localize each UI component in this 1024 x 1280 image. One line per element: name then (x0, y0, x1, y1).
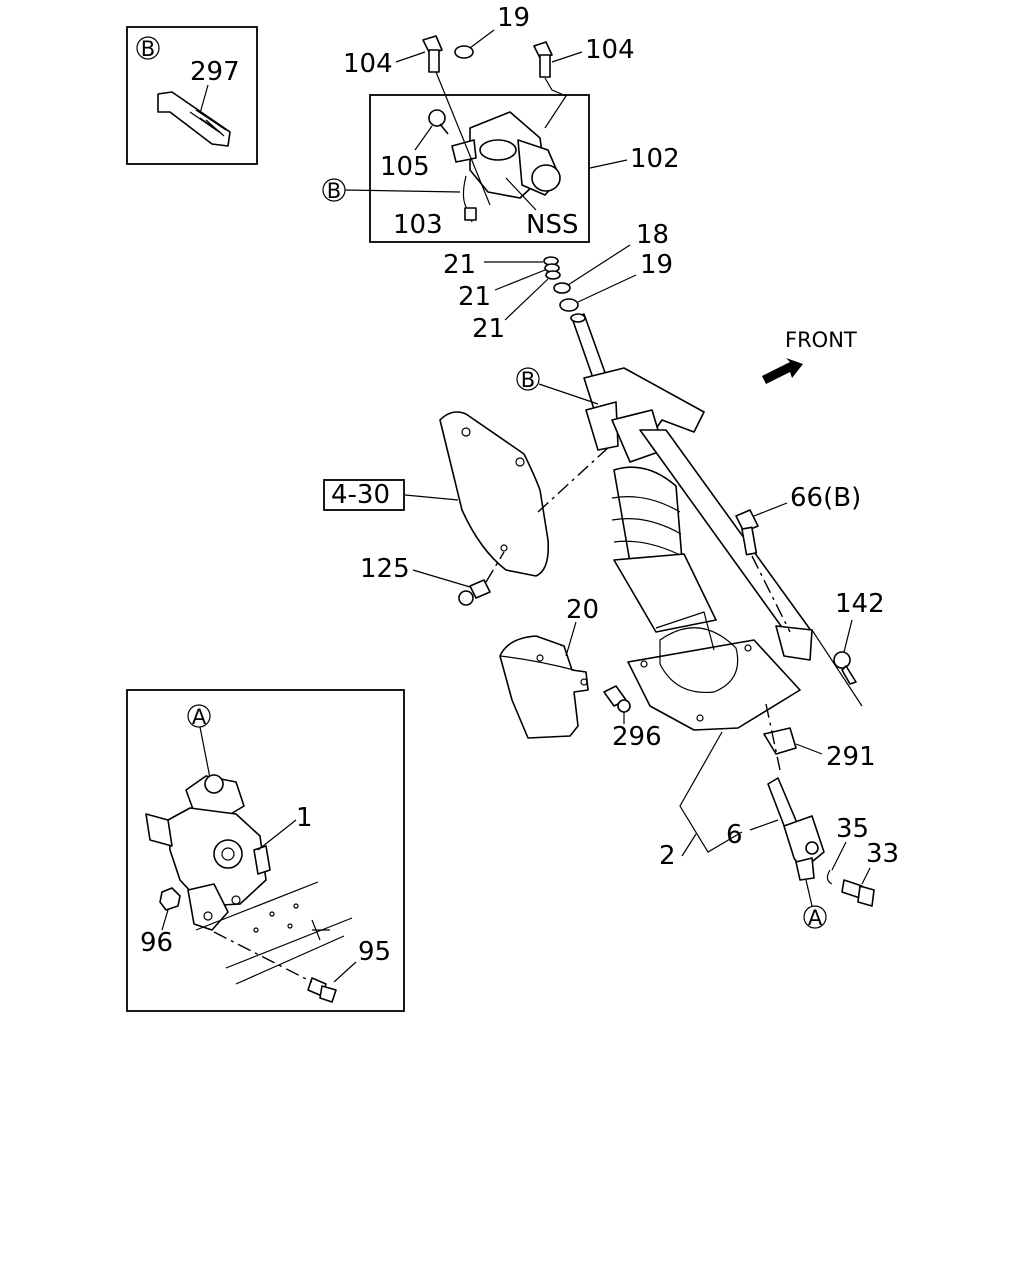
ref-a-letter: A (192, 705, 207, 729)
intermediate-shaft-6 (767, 777, 825, 881)
callout-2: 2 (659, 841, 676, 871)
callout-125: 125 (360, 554, 410, 584)
ignition-switch (428, 109, 561, 223)
callout-4-30: 4-30 (331, 480, 390, 510)
bolt-33 (841, 879, 875, 907)
screw-125: 125 (360, 551, 505, 606)
bolt-66b: 66(B) (735, 483, 861, 633)
callout-104-left: 104 (343, 49, 393, 79)
callout-95: 95 (358, 937, 391, 967)
callout-102: 102 (630, 144, 680, 174)
cable-strap-297 (157, 91, 231, 147)
callout-96: 96 (140, 928, 173, 958)
clip-291: 291 (763, 703, 876, 772)
washer-stack: 21 21 21 18 19 (443, 220, 673, 344)
ref-circle-a (187, 704, 211, 728)
ref-a-bottom-letter: A (808, 906, 823, 930)
callout-66b: 66(B) (790, 483, 861, 513)
bolt-95 (307, 977, 337, 1003)
ref-box-4-30 (323, 479, 405, 511)
screw-142: 142 (833, 589, 885, 685)
front-indicator: FRONT (762, 328, 857, 384)
callout-21-c: 21 (472, 314, 505, 344)
callout-142: 142 (835, 589, 885, 619)
bolt-104-right (533, 41, 553, 78)
column-cover: 4-30 (323, 411, 611, 577)
lower-cover-20: 20 296 (499, 595, 662, 752)
ref-circle-b (136, 36, 160, 60)
callout-291: 291 (826, 742, 876, 772)
frame-rail (195, 881, 353, 985)
callout-19-top: 19 (497, 3, 530, 33)
callout-297: 297 (190, 57, 240, 87)
ref-circle-b-column (516, 367, 540, 391)
ring-35 (826, 869, 833, 885)
callout-21-b: 21 (458, 282, 491, 312)
clip-296 (603, 685, 631, 713)
label-nss: NSS (526, 210, 578, 240)
callout-103: 103 (393, 210, 443, 240)
callout-35: 35 (836, 814, 869, 844)
switch-assembly-box: 19 104 104 105 102 B 103 NSS (322, 3, 680, 243)
callout-20: 20 (566, 595, 599, 625)
detail-box-a: A 1 (126, 689, 405, 1012)
front-arrow-icon (762, 358, 803, 384)
ref-b-column-letter: B (521, 368, 535, 392)
steering-gear-box (145, 774, 271, 931)
callout-33: 33 (866, 839, 899, 869)
ref-b-left-letter: B (327, 179, 341, 203)
callout-6: 6 (726, 820, 743, 850)
front-label: FRONT (785, 328, 857, 352)
detail-box-b: B 297 (126, 26, 258, 165)
callout-296: 296 (612, 722, 662, 752)
ring-19-top (454, 45, 474, 59)
callout-18: 18 (636, 220, 669, 250)
ref-b-letter: B (141, 37, 155, 61)
ref-circle-a-bottom (803, 905, 827, 929)
callout-1: 1 (296, 803, 313, 833)
callout-104-right: 104 (585, 35, 635, 65)
callout-21-a: 21 (443, 250, 476, 280)
callout-19-right: 19 (640, 250, 673, 280)
callout-105: 105 (380, 152, 430, 182)
bolt-104-left (422, 35, 443, 73)
nut-96 (159, 887, 181, 911)
